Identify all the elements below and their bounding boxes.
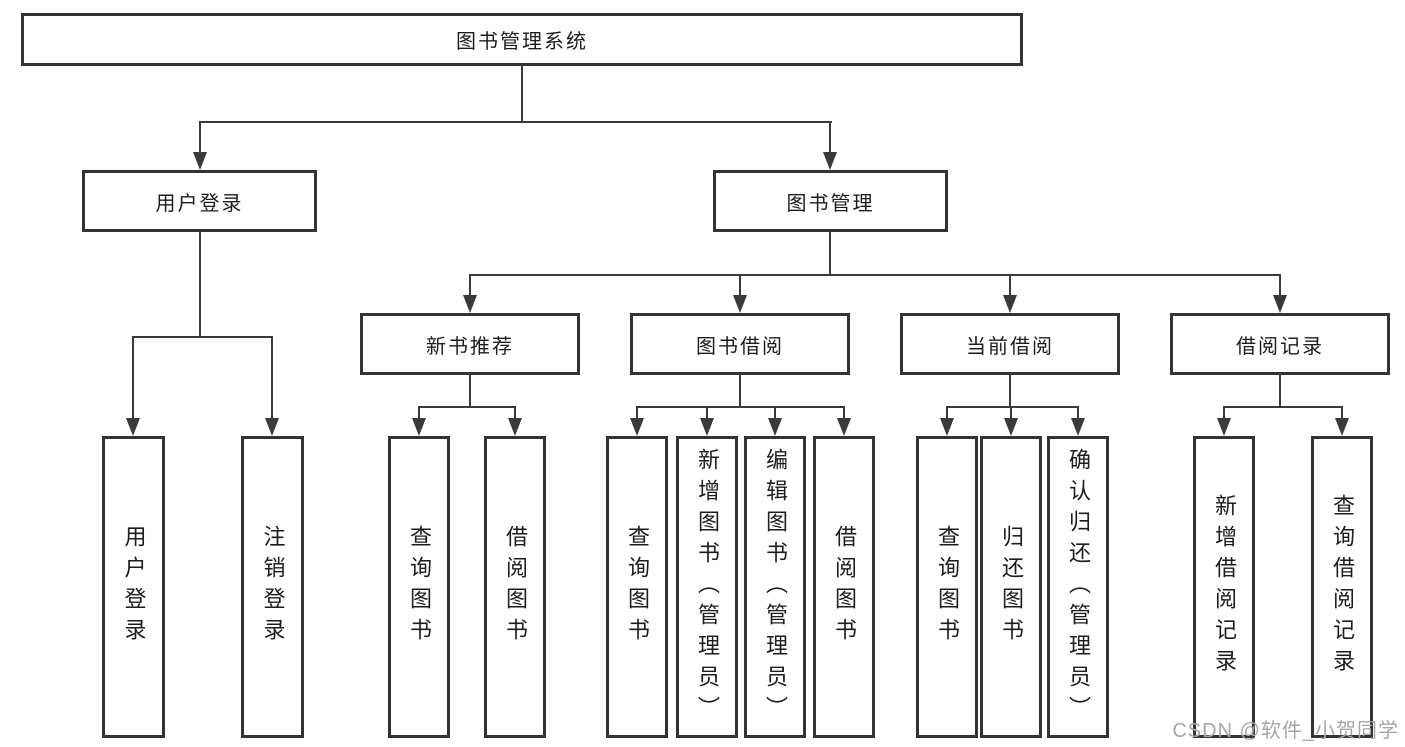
node-leaf-borrow-books-recommend-label: 借阅图书 (503, 525, 528, 649)
node-leaf-borrow-books-recommend: 借阅图书 (484, 436, 546, 738)
connector-line (774, 406, 776, 419)
arrow-down-icon (1217, 418, 1231, 436)
arrow-down-icon (940, 418, 954, 436)
connector-line (469, 274, 1281, 276)
node-book-borrowing-label: 图书借阅 (696, 335, 784, 358)
node-book-management-label: 图书管理 (786, 192, 875, 215)
node-leaf-add-borrow-record-label: 新增借阅记录 (1212, 494, 1237, 680)
node-leaf-edit-book-admin: 编辑图书（管理员） (744, 436, 806, 738)
node-leaf-return-books: 归还图书 (980, 436, 1042, 738)
node-leaf-logout: 注销登录 (241, 436, 304, 738)
connector-line (739, 274, 741, 296)
node-leaf-query-books-current-label: 查询图书 (935, 525, 960, 649)
node-leaf-user-login-label: 用户登录 (121, 525, 147, 649)
node-user-login-label: 用户登录 (155, 192, 244, 215)
connector-line (199, 231, 201, 337)
node-book-management: 图书管理 (713, 170, 948, 232)
connector-line (636, 406, 845, 408)
connector-line (1279, 274, 1281, 296)
connector-line (636, 406, 638, 419)
node-new-book-recommend: 新书推荐 (360, 313, 580, 375)
connector-line (829, 121, 831, 153)
connector-line (469, 274, 471, 296)
arrow-down-icon (1071, 418, 1085, 436)
connector-line (946, 406, 948, 419)
node-leaf-return-books-label: 归还图书 (999, 525, 1024, 649)
connector-line (946, 406, 1079, 408)
node-root-label: 图书管理系统 (456, 31, 588, 53)
node-leaf-confirm-return-admin-label: 确认归还（管理员） (1066, 447, 1091, 727)
arrow-down-icon (823, 152, 837, 170)
arrow-down-icon (126, 418, 140, 436)
connector-line (132, 336, 134, 419)
node-leaf-logout-label: 注销登录 (260, 525, 286, 649)
connector-line (199, 121, 832, 123)
connector-line (829, 231, 831, 275)
arrow-down-icon (733, 295, 747, 313)
arrow-down-icon (412, 418, 426, 436)
arrow-down-icon (508, 418, 522, 436)
connector-line (1279, 374, 1281, 407)
node-leaf-borrow-books-borrowing-label: 借阅图书 (832, 525, 857, 649)
node-leaf-add-book-admin: 新增图书（管理员） (676, 436, 738, 738)
arrow-down-icon (1273, 295, 1287, 313)
connector-line (418, 406, 516, 408)
node-new-book-recommend-label: 新书推荐 (426, 335, 514, 358)
connector-line (1341, 406, 1343, 419)
csdn-watermark: CSDN @软件_小贺同学 (1172, 720, 1399, 742)
node-leaf-add-book-admin-label: 新增图书（管理员） (695, 447, 720, 727)
connector-line (1010, 406, 1012, 419)
node-current-borrowing-label: 当前借阅 (966, 335, 1054, 358)
node-leaf-borrow-books-borrowing: 借阅图书 (813, 436, 875, 738)
node-book-borrowing: 图书借阅 (630, 313, 850, 375)
node-leaf-query-borrow-record-label: 查询借阅记录 (1330, 494, 1355, 680)
node-leaf-add-borrow-record: 新增借阅记录 (1193, 436, 1255, 738)
connector-line (199, 121, 201, 153)
arrow-down-icon (265, 418, 279, 436)
arrow-down-icon (837, 418, 851, 436)
arrow-down-icon (1335, 418, 1349, 436)
connector-line (469, 374, 471, 407)
connector-line (706, 406, 708, 419)
node-current-borrowing: 当前借阅 (900, 313, 1120, 375)
connector-line (1077, 406, 1079, 419)
connector-line (1009, 274, 1011, 296)
arrow-down-icon (630, 418, 644, 436)
connector-line (1223, 406, 1225, 419)
connector-line (514, 406, 516, 419)
connector-line (271, 336, 273, 419)
arrow-down-icon (193, 152, 207, 170)
node-leaf-query-borrow-record: 查询借阅记录 (1311, 436, 1373, 738)
node-user-login: 用户登录 (82, 170, 317, 232)
node-leaf-query-books-recommend: 查询图书 (388, 436, 450, 738)
arrow-down-icon (1003, 295, 1017, 313)
node-borrowing-records: 借阅记录 (1170, 313, 1390, 375)
node-leaf-query-books-current: 查询图书 (916, 436, 978, 738)
node-leaf-user-login: 用户登录 (102, 436, 165, 738)
node-root: 图书管理系统 (21, 13, 1023, 66)
arrow-down-icon (1004, 418, 1018, 436)
connector-line (843, 406, 845, 419)
node-leaf-edit-book-admin-label: 编辑图书（管理员） (763, 447, 788, 727)
node-leaf-query-books-borrowing-label: 查询图书 (625, 525, 650, 649)
connector-line (1223, 406, 1343, 408)
arrow-down-icon (463, 295, 477, 313)
connector-line (1009, 374, 1011, 407)
node-leaf-query-books-borrowing: 查询图书 (606, 436, 668, 738)
arrow-down-icon (700, 418, 714, 436)
node-leaf-query-books-recommend-label: 查询图书 (407, 525, 432, 649)
node-leaf-confirm-return-admin: 确认归还（管理员） (1047, 436, 1109, 738)
connector-line (521, 64, 523, 122)
connector-line (418, 406, 420, 419)
node-borrowing-records-label: 借阅记录 (1236, 335, 1324, 358)
connector-line (132, 336, 273, 338)
connector-line (739, 374, 741, 407)
arrow-down-icon (768, 418, 782, 436)
